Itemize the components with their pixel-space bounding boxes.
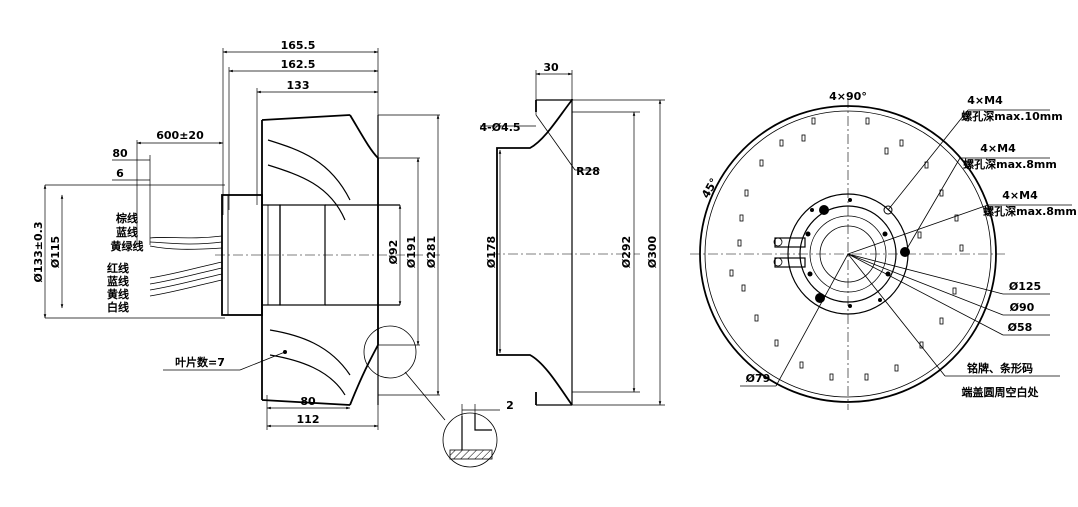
wire-yellow: 黄线: [107, 287, 129, 301]
dia-300: Ø300: [646, 235, 659, 268]
dia-178: Ø178: [485, 236, 498, 268]
wire-brown: 棕线: [115, 211, 138, 225]
ventilation-slots: [729, 117, 964, 381]
dim-112: 112: [297, 413, 320, 426]
dia-90: Ø90: [1010, 301, 1035, 314]
dim-162-5: 162.5: [281, 58, 316, 71]
blank-area-note: 端盖圆周空白处: [962, 385, 1040, 399]
dim-30: 30: [543, 61, 559, 74]
impeller-backplate: [261, 114, 351, 406]
dia-125: Ø125: [1009, 280, 1041, 293]
wire-blue-2: 蓝线: [107, 274, 129, 288]
cable-length: 600±20: [156, 129, 204, 142]
front-view: 4×90° 45° 4×M4 螺孔深max.10mm 4×M4 螺孔深max.8…: [690, 90, 1077, 410]
side-view: 165.5 162.5 133 600±20 80 6 Ø133±0.3 Ø11…: [32, 39, 446, 430]
m4-depth-2: 螺孔深max.8mm: [963, 157, 1057, 171]
detail-circle: [363, 325, 417, 379]
m4-label-3: 4×M4: [1002, 189, 1038, 202]
blade-inner: [325, 204, 400, 306]
blade: [267, 139, 351, 201]
wire-white: 白线: [107, 300, 129, 314]
detail-view: 2: [442, 399, 514, 468]
inlet-ring-profile: [496, 99, 573, 406]
blade: [269, 329, 351, 376]
wire-yellow-green: 黄绿线: [111, 239, 144, 253]
blade-count: 叶片数=7: [175, 355, 225, 369]
blade: [267, 164, 346, 221]
m4-depth-1: 螺孔深max.10mm: [961, 109, 1062, 123]
nameplate-note: 铭牌、条形码: [967, 361, 1033, 375]
detail-gap-2: 2: [506, 399, 514, 412]
impeller-shroud: [349, 114, 379, 406]
wire-blue: 蓝线: [116, 225, 138, 239]
dia-58: Ø58: [1008, 321, 1033, 334]
m4-depth-3: 螺孔深max.8mm: [983, 204, 1077, 218]
wire-red: 红线: [107, 261, 129, 275]
angle-45: 45°: [699, 176, 721, 201]
dia-281: Ø281: [425, 236, 438, 268]
dim-6: 6: [116, 167, 124, 180]
dia-115: Ø115: [49, 236, 62, 268]
blade: [269, 354, 346, 396]
wire-bundle: [149, 235, 223, 297]
dia-133: Ø133±0.3: [32, 221, 45, 282]
cable-gland: [773, 237, 806, 268]
dia-92: Ø92: [387, 240, 400, 265]
dia-292: Ø292: [620, 236, 633, 268]
dim-80-bottom: 80: [300, 395, 316, 408]
angle-4x90: 4×90°: [829, 90, 867, 103]
holes-4-4-5: 4-Ø4.5: [479, 121, 520, 134]
radius-r28: R28: [576, 165, 600, 178]
dia-191: Ø191: [405, 236, 418, 268]
dia-79: Ø79: [746, 372, 771, 385]
dim-165-5: 165.5: [281, 39, 316, 52]
dim-80-top: 80: [112, 147, 128, 160]
m4-label-2: 4×M4: [980, 142, 1016, 155]
dim-133: 133: [287, 79, 310, 92]
m4-label-1: 4×M4: [967, 94, 1003, 107]
inlet-ring-view: 30 4-Ø4.5 R28 Ø178 Ø292 Ø300 2: [442, 61, 665, 468]
